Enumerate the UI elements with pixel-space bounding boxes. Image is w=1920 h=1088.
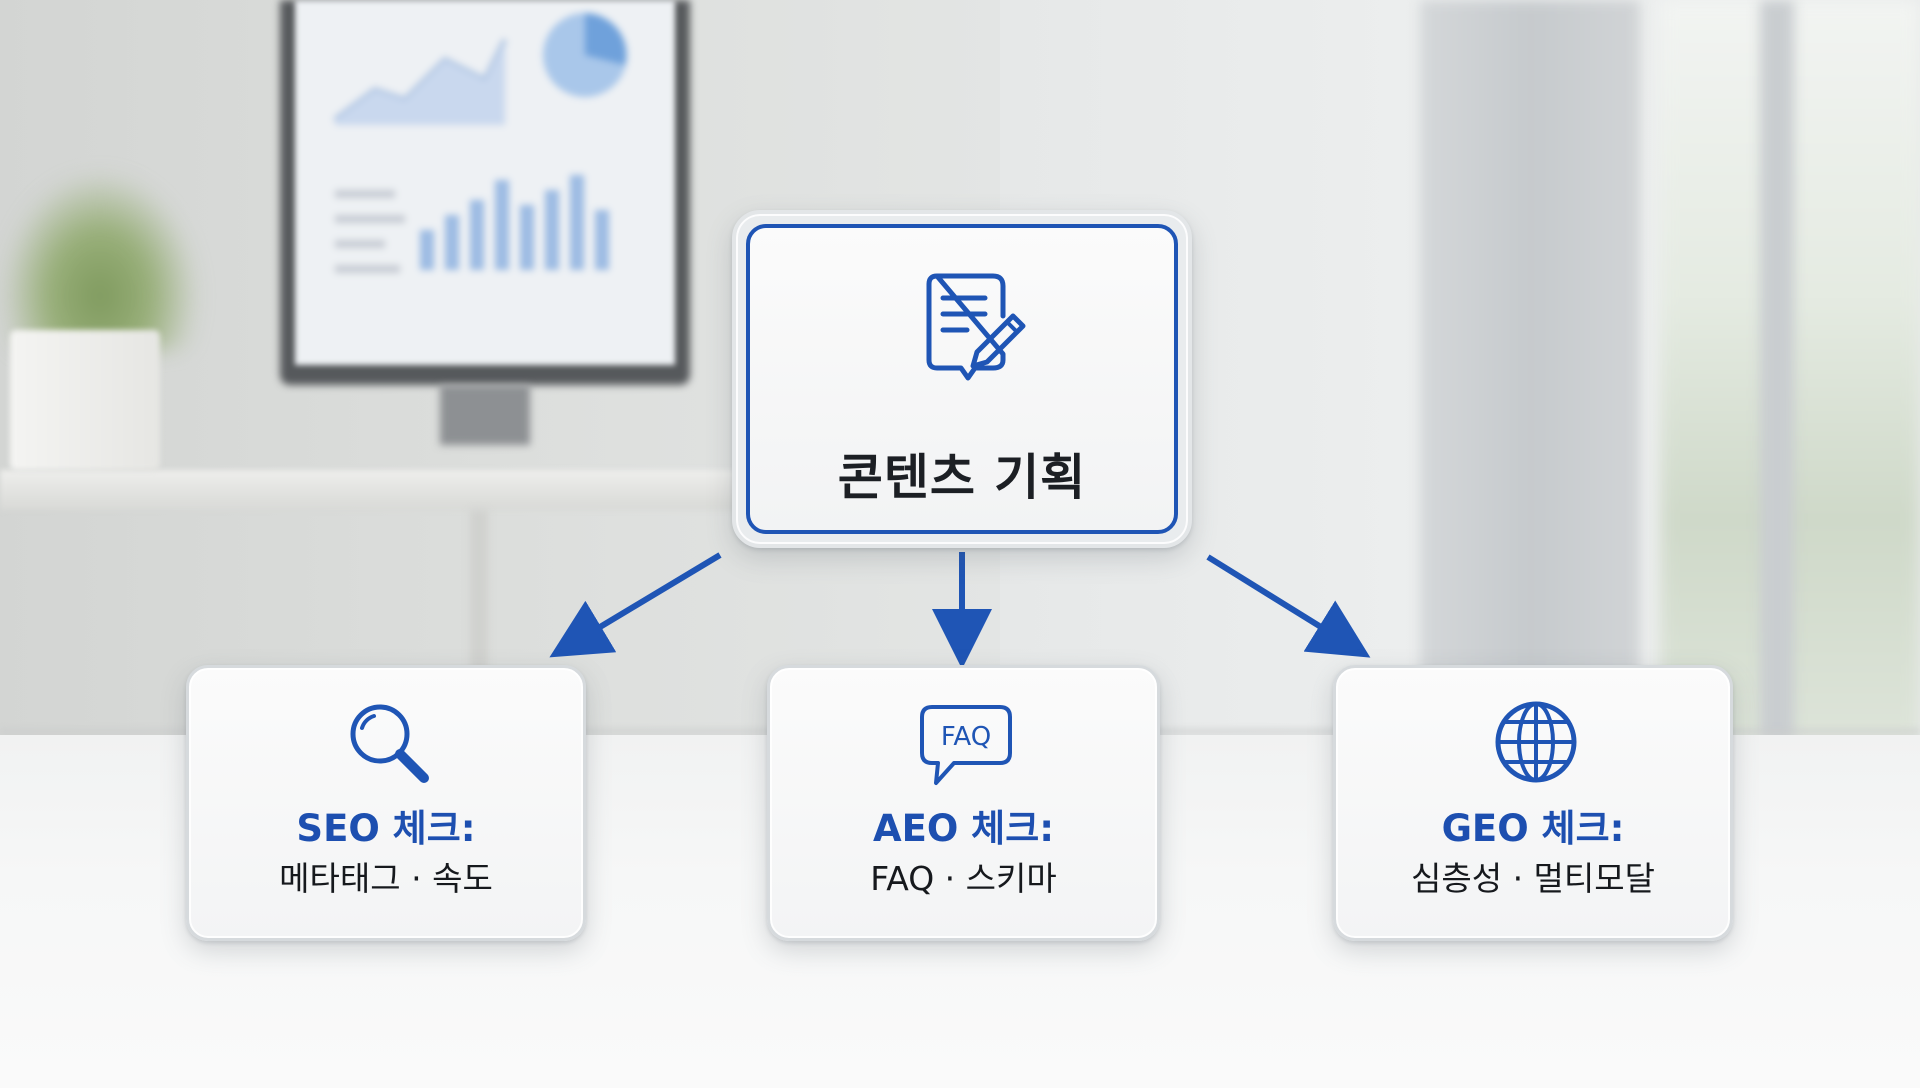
background-monitor-screen <box>295 0 675 365</box>
content-planning-node-inner: 콘텐츠 기획 <box>746 224 1178 534</box>
background-plant-pot <box>10 330 160 470</box>
background-shelf <box>0 470 760 510</box>
background-pillar <box>1420 0 1640 740</box>
geo-check-node: GEO 체크: 심층성 · 멀티모달 <box>1333 665 1733 941</box>
background-plant-leaves <box>0 170 200 350</box>
arrow-to-geo <box>1206 554 1371 658</box>
seo-check-node: SEO 체크: 메타태그 · 속도 <box>186 665 586 941</box>
document-edit-icon <box>926 273 1026 381</box>
background-chart-graphic <box>333 13 627 273</box>
arrow-to-seo <box>549 552 722 658</box>
geo-check-subtitle: 심층성 · 멀티모달 <box>1411 859 1655 898</box>
search-icon <box>350 704 429 783</box>
faq-icon-text: FAQ <box>941 722 991 752</box>
background-monitor-stand <box>440 385 530 445</box>
background-window-frame <box>1760 0 1794 740</box>
aeo-check-subtitle: FAQ · 스키마 <box>870 859 1057 898</box>
geo-check-title: GEO 체크: <box>1441 807 1625 850</box>
seo-check-title: SEO 체크: <box>296 807 476 850</box>
aeo-check-title: AEO 체크: <box>872 807 1055 850</box>
content-planning-node: 콘텐츠 기획 <box>732 210 1192 548</box>
globe-icon <box>1495 701 1577 783</box>
seo-check-subtitle: 메타태그 · 속도 <box>279 859 493 898</box>
aeo-check-node: FAQ AEO 체크: FAQ · 스키마 <box>767 665 1160 941</box>
content-planning-title: 콘텐츠 기획 <box>837 449 1087 506</box>
faq-chat-icon: FAQ <box>920 705 1012 785</box>
